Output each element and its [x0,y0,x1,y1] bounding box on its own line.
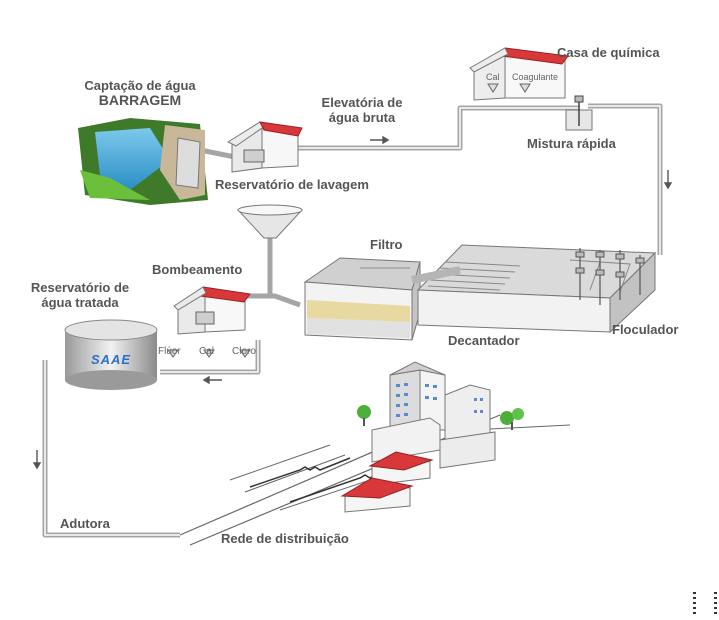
label-tratada-line2: água tratada [41,295,119,310]
rapid-mix-tank [565,95,593,131]
label-decantador: Decantador [448,333,520,348]
pipe-mixing-to-flocculator [588,103,663,255]
label-reservatorio-tratada: Reservatório de água tratada [10,280,150,310]
pump-house [167,286,251,358]
label-tratada-line1: Reservatório de [30,280,130,295]
label-cloro: Cloro [232,346,256,357]
chemical-house [469,47,569,101]
label-elevatoria-line1: Elevatória de [321,95,403,110]
elevated-tank [236,204,304,239]
dam-illustration [78,118,208,205]
treated-water-tank [64,319,158,390]
label-captacao-line1: Captação de água [84,78,196,93]
filter-unit [303,257,421,341]
label-bombeamento: Bombeamento [152,262,243,277]
label-coagulante: Coagulante [512,72,559,82]
label-rede: Rede de distribuição [221,531,349,546]
label-captacao-line2: BARRAGEM [98,92,182,108]
wash-house [226,121,303,173]
edge-dots-left [693,592,696,616]
label-cal: Cal [486,72,500,82]
label-casa-quimica: Casa de química [557,45,660,60]
label-floculador: Floculador [612,322,679,337]
pipe-filter-to-pump [238,293,301,308]
label-elevatoria-line2: água bruta [328,110,396,125]
label-fluor: Flúor [158,346,181,357]
label-mistura: Mistura rápida [527,136,616,151]
flow-arrows [32,135,673,470]
saae-logo: SAAE [90,352,132,367]
label-filtro: Filtro [370,237,403,252]
label-reservatorio-lavagem: Reservatório de lavagem [215,177,369,192]
settling-flocculation [411,244,657,334]
label-captacao: Captação de água BARRAGEM [65,78,215,108]
label-elevatoria: Elevatória de água bruta [312,95,412,125]
label-cal-2: Cal [199,346,215,357]
city-illustration [179,361,571,546]
label-adutora: Adutora [60,516,110,531]
edge-dots-right [714,592,717,616]
